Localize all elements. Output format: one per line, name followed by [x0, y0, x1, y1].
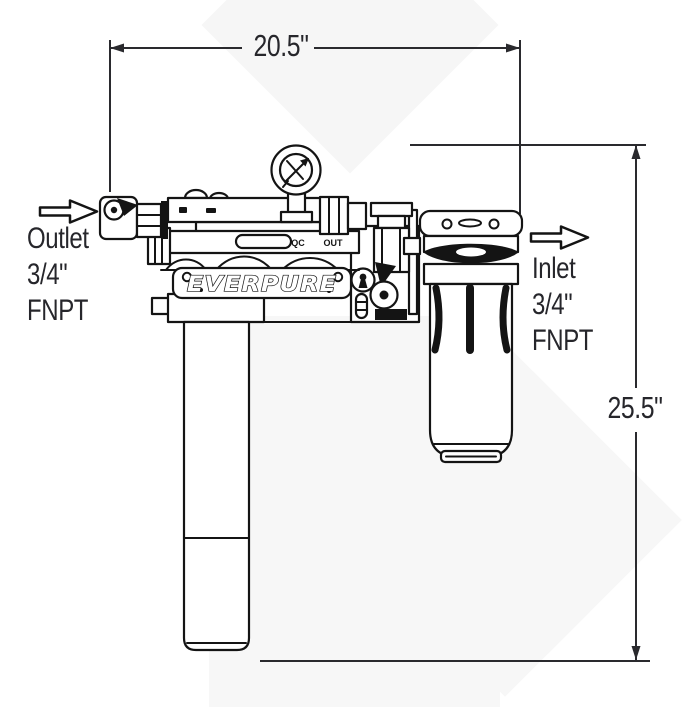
arrowhead-up-icon [631, 145, 641, 159]
outlet-name: Outlet [27, 222, 89, 255]
arrowhead-right-icon [506, 43, 520, 53]
valve-lever [375, 262, 396, 287]
flow-arrows [38, 199, 590, 250]
dimension-width-label: 20.5" [253, 28, 309, 63]
prefilter-cap [418, 209, 524, 238]
arrowhead-down-icon [631, 646, 641, 660]
pressure-gauge [270, 144, 322, 224]
dimension-lines [109, 40, 650, 662]
flush-valve [369, 201, 422, 320]
keyhole-icon [359, 273, 367, 281]
outlet-size: 3/4" [27, 258, 68, 291]
outlet-label: Outlet 3/4" FNPT [27, 221, 89, 329]
manifold-body: QC OUT [159, 229, 361, 271]
brand-logo-text: EVERPURE [187, 272, 337, 296]
inlet-thread: FNPT [532, 324, 594, 357]
hex-nut [135, 202, 163, 239]
outlet-flow-arrow-icon [38, 199, 99, 224]
inlet-name: Inlet [532, 252, 576, 285]
arrowhead-left-icon [110, 43, 124, 53]
qc-port-marking: QC [291, 238, 305, 248]
inlet-size: 3/4" [532, 288, 573, 321]
brand-plate: EVERPURE [171, 266, 353, 300]
mounting-bracket [407, 208, 419, 316]
inlet-label: Inlet 3/4" FNPT [532, 251, 593, 359]
cartridge-body [182, 320, 251, 652]
inlet-flow-arrow-icon [529, 225, 590, 250]
outlet-thread: FNPT [27, 294, 89, 327]
prefilter-housing [418, 209, 524, 464]
rail-nut [318, 195, 350, 236]
head-top-rail [146, 188, 368, 266]
dimension-height-label: 25.5" [607, 390, 663, 425]
outlet-fitting [98, 195, 168, 241]
out-port-marking: OUT [324, 238, 344, 248]
fitting-lever [117, 198, 138, 216]
